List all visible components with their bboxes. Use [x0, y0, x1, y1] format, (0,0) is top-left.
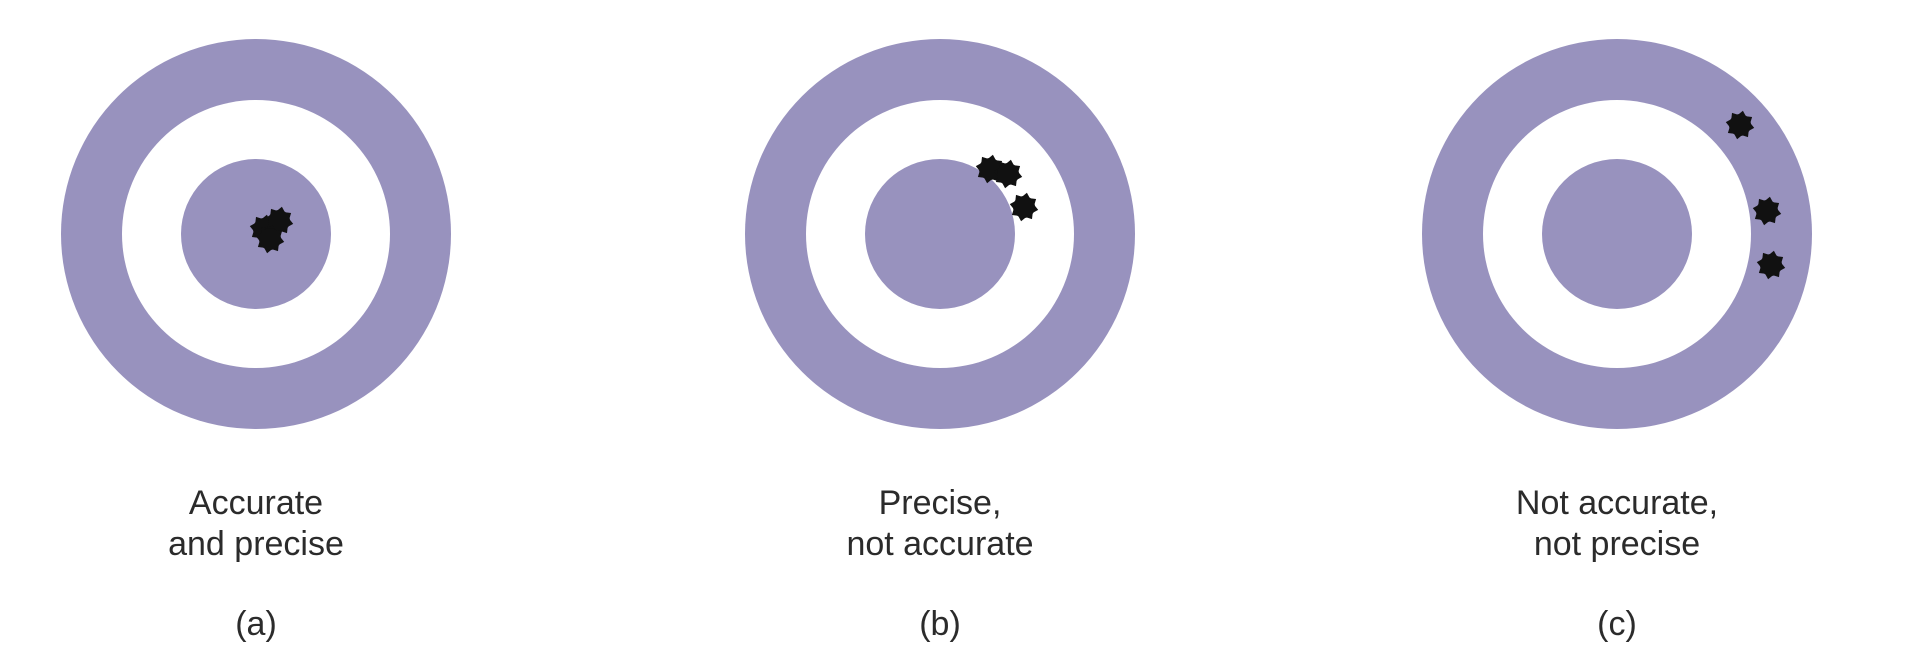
bullet-hole [1756, 250, 1786, 280]
bullet-hole [1725, 110, 1755, 140]
bullet-hole [1752, 196, 1782, 226]
target-a-hits [249, 206, 294, 254]
bullet-hole [255, 224, 285, 254]
bullet-hole-core [1013, 196, 1035, 218]
caption-a-line2: and precise [168, 525, 344, 563]
label-b: (b) [919, 605, 961, 643]
bullet-hole-core [1760, 254, 1782, 276]
target-b-bullseye [865, 159, 1015, 309]
bullet-hole-core [997, 163, 1019, 185]
bullet-hole-core [259, 228, 281, 250]
bullet-hole-core [1756, 200, 1778, 222]
target-a [61, 39, 451, 429]
label-c: (c) [1597, 605, 1637, 643]
target-b [745, 39, 1135, 429]
bullet-hole-core [1729, 114, 1751, 136]
caption-b-line2: not accurate [846, 525, 1034, 563]
caption-a-line1: Accurate [188, 484, 324, 522]
caption-c: Not accurate, not precise [1417, 483, 1817, 565]
target-c [1422, 39, 1812, 429]
caption-c-line2: not precise [1533, 525, 1701, 563]
caption-b: Precise, not accurate [740, 483, 1140, 565]
target-c-hits [1725, 110, 1786, 280]
caption-c-line1: Not accurate, [1515, 484, 1719, 522]
label-a: (a) [235, 605, 277, 643]
caption-a: Accurate and precise [56, 483, 456, 565]
target-c-bullseye [1542, 159, 1692, 309]
caption-b-line1: Precise, [878, 484, 1002, 522]
bullet-hole [975, 154, 1005, 184]
bullet-hole [993, 159, 1023, 189]
target-b-hits [975, 154, 1039, 222]
bullet-hole-core [979, 158, 1001, 180]
bullet-hole [1009, 192, 1039, 222]
